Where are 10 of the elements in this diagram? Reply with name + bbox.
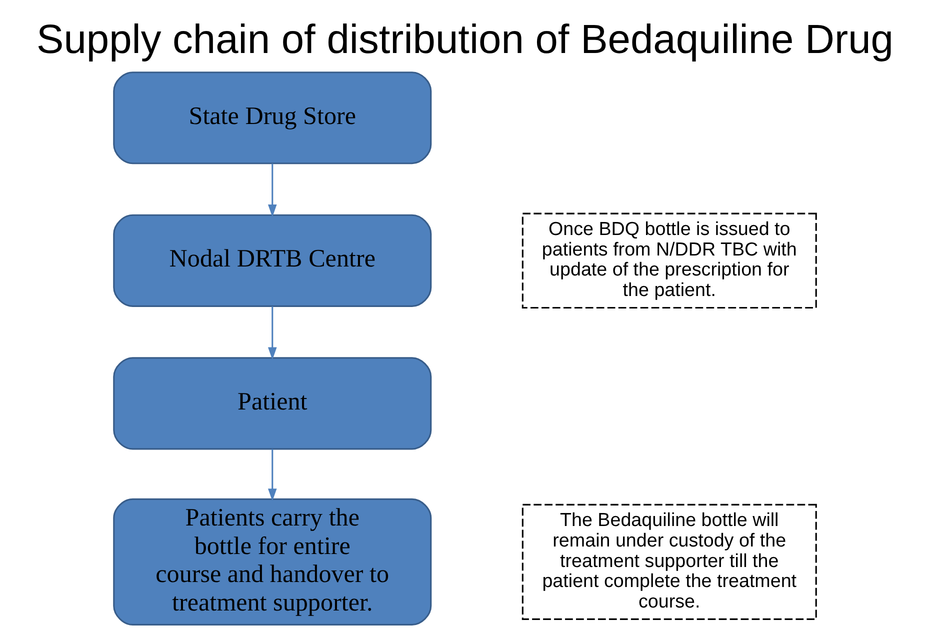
arrow (268, 164, 277, 218)
arrow (268, 306, 277, 360)
node-box: Patient (113, 357, 432, 450)
node-box: State Drug Store (113, 72, 432, 164)
arrow (268, 449, 277, 502)
node-box: Once BDQ bottle is issued to patients from N/DDR TBC with update of the prescription for the patient. (522, 212, 817, 309)
node-box: Patients carry the bottle for entire course and handover to treatment supporter. (113, 498, 432, 626)
node-box: Nodal DRTB Centre (113, 214, 432, 307)
node-box: The Bedaquiline bottle will remain under custody of the treatment supporter till the patient complete the treatment course. (522, 504, 817, 620)
diagram-title: Supply chain of distribution of Bedaquiline Drug (36, 16, 894, 62)
